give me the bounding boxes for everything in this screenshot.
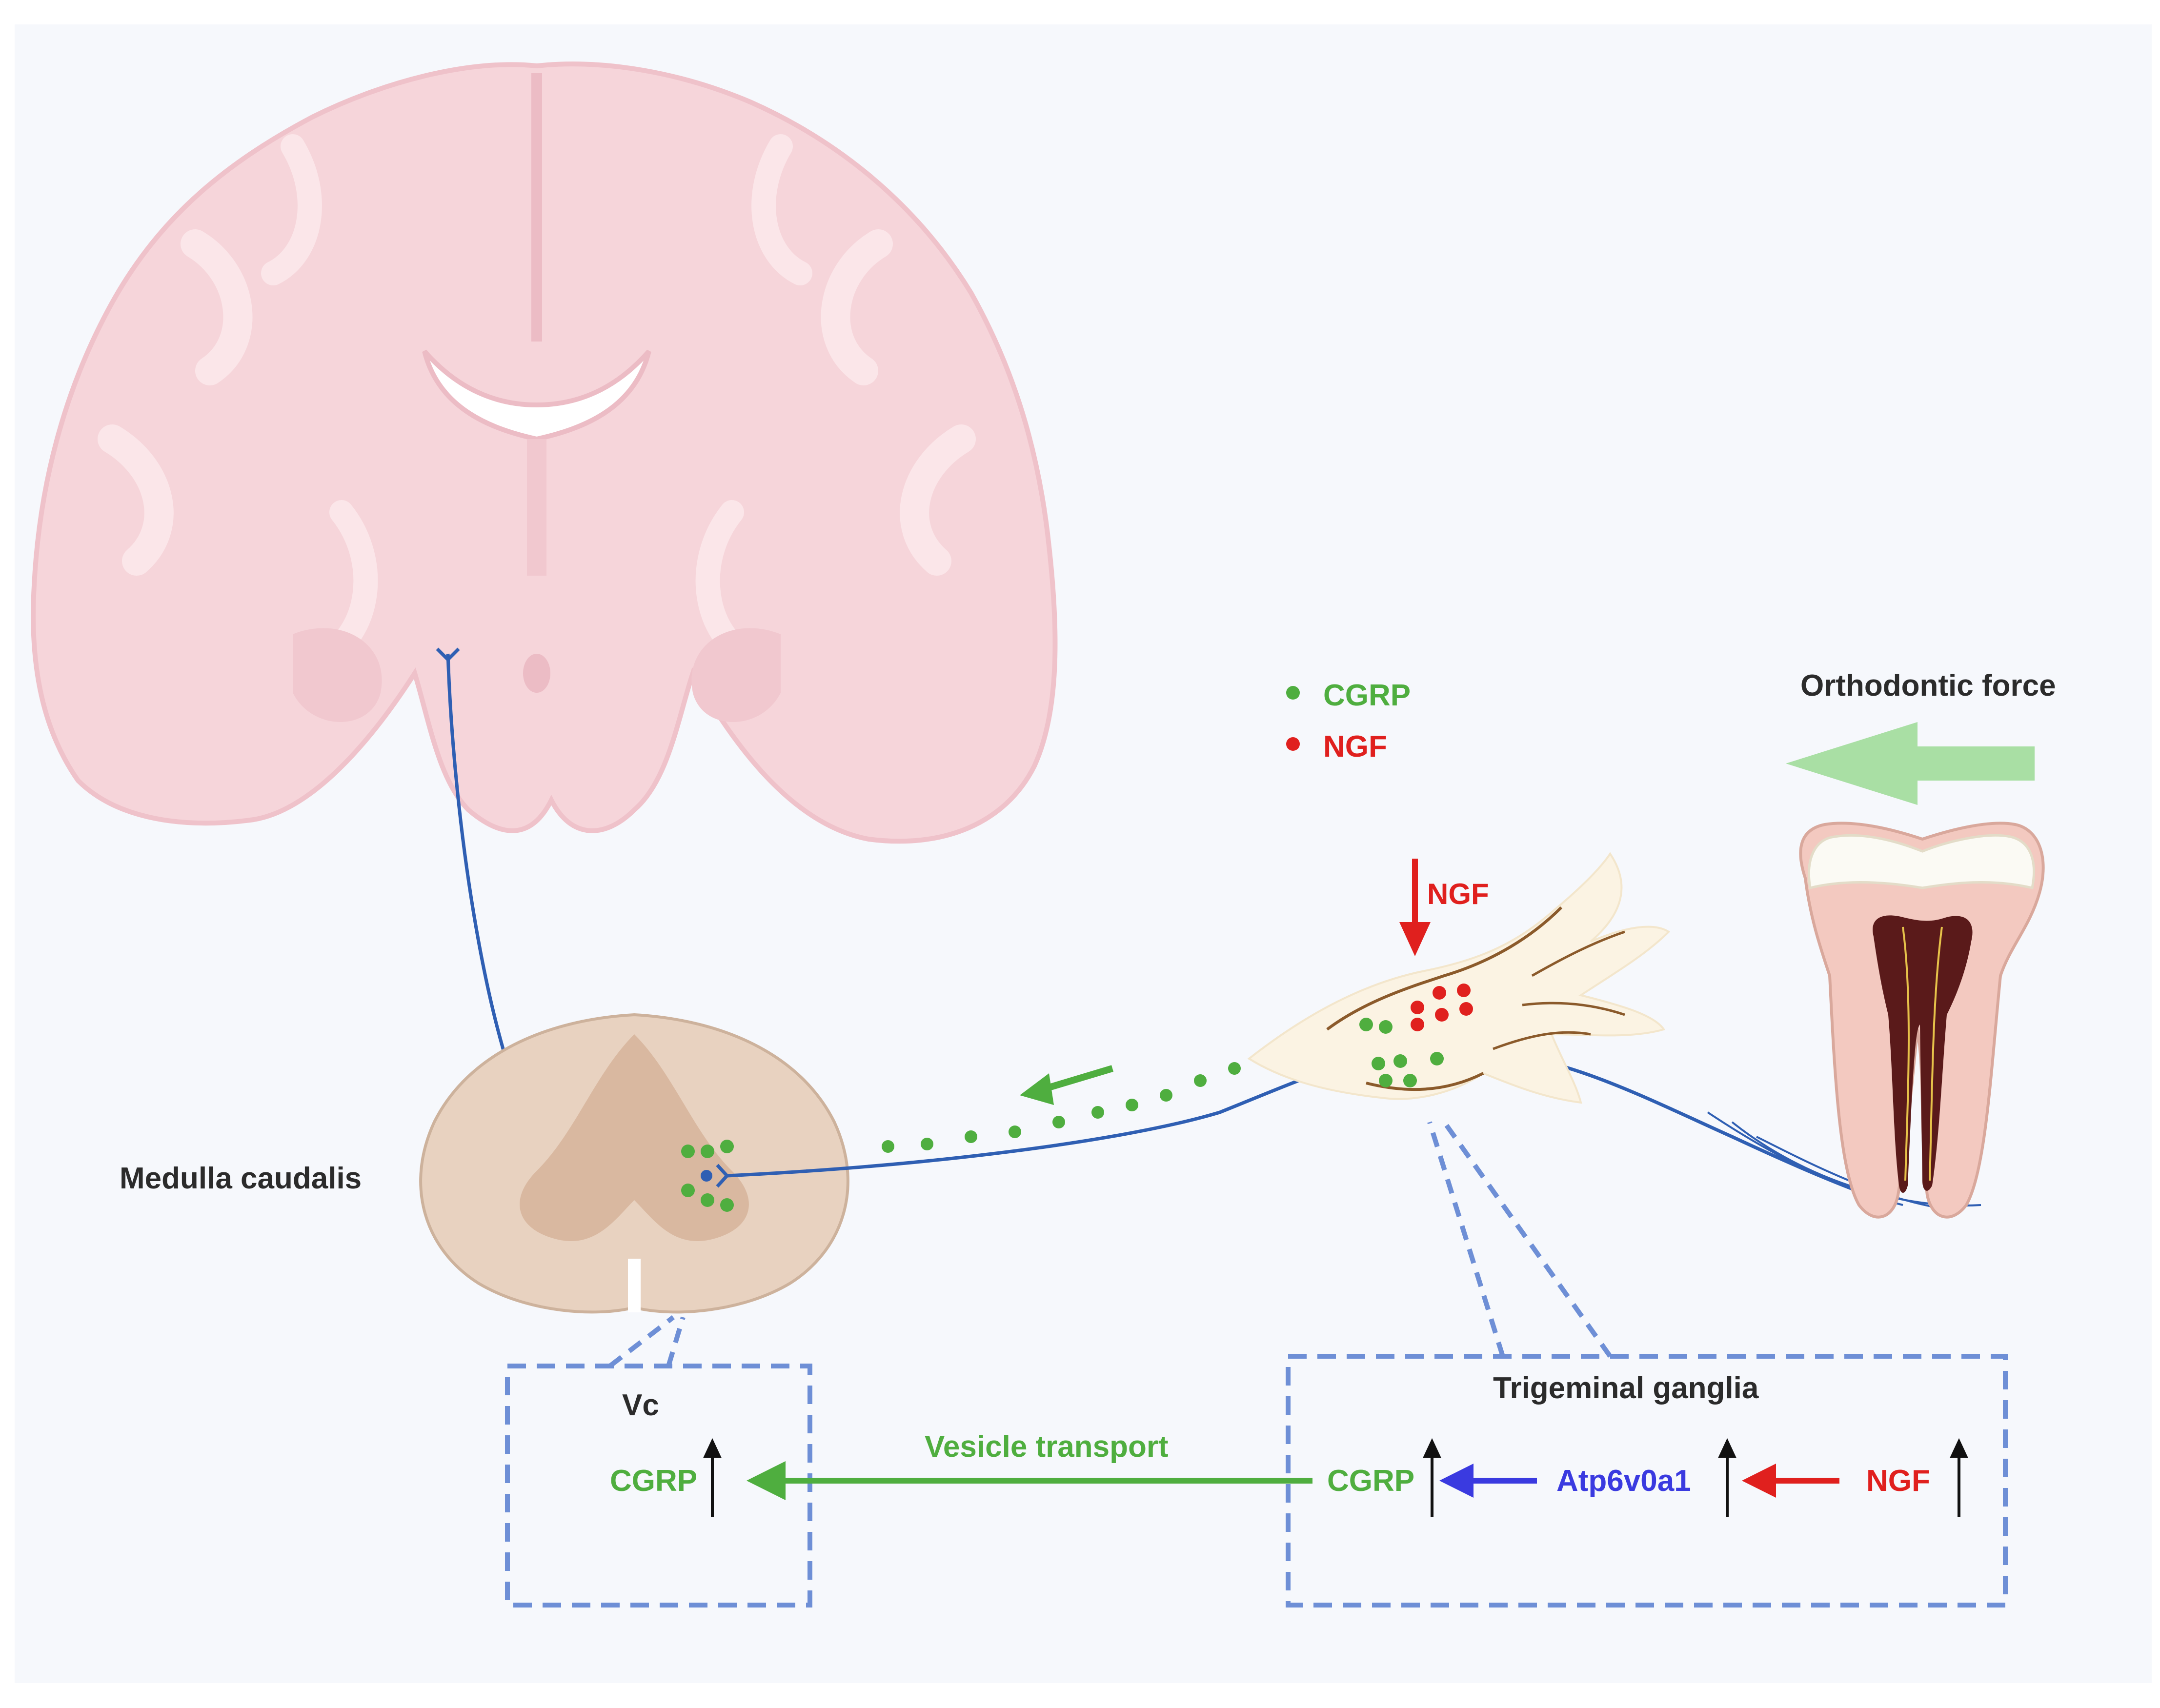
spinal-cgrp-dots bbox=[681, 1140, 734, 1212]
tg-ngf-label: NGF bbox=[1866, 1464, 1930, 1498]
legend-ngf-dot bbox=[1286, 737, 1300, 751]
increase-arrows bbox=[703, 1438, 1968, 1517]
trigeminal-ganglia-title: Trigeminal ganglia bbox=[1493, 1371, 1759, 1405]
orthodontic-force-arrow bbox=[1786, 722, 2035, 805]
nerve-branch bbox=[1756, 1136, 1952, 1211]
brain-nerve-terminal bbox=[436, 647, 460, 662]
ngf-to-atp-arrow bbox=[1742, 1464, 1839, 1498]
tg-cgrp-label: CGRP bbox=[1327, 1464, 1415, 1498]
tg-atp6v0a1-label: Atp6v0a1 bbox=[1556, 1464, 1691, 1498]
vc-cgrp-label: CGRP bbox=[610, 1464, 698, 1498]
orthodontic-force-label: Orthodontic force bbox=[1800, 669, 2056, 703]
tooth-illustration bbox=[1799, 822, 2045, 1219]
vesicle-transport-label: Vesicle transport bbox=[925, 1430, 1169, 1464]
ganglion-cgrp-dots bbox=[1359, 1018, 1444, 1087]
transported-cgrp-dots bbox=[882, 1062, 1241, 1153]
legend-ngf-label: NGF bbox=[1323, 730, 1387, 764]
legend-cgrp-label: CGRP bbox=[1323, 679, 1411, 712]
medulla-caudalis-label: Medulla caudalis bbox=[120, 1162, 362, 1195]
vesicle-transport-arrow bbox=[747, 1461, 1312, 1500]
tg-callout-lines bbox=[1427, 1121, 1613, 1358]
vc-callout-lines bbox=[608, 1315, 686, 1368]
brain-illustration bbox=[31, 61, 1058, 844]
atp-to-cgrp-arrow bbox=[1439, 1464, 1537, 1498]
legend-cgrp-dot bbox=[1286, 686, 1300, 700]
vc-dashed-box bbox=[505, 1364, 812, 1608]
ganglion-ngf-dots bbox=[1411, 984, 1473, 1031]
ngf-input-label: NGF bbox=[1427, 878, 1489, 910]
spinal-neuron-body bbox=[701, 1170, 712, 1182]
trigeminal-ganglion bbox=[1247, 852, 1671, 1104]
transport-direction-arrow bbox=[1020, 1065, 1114, 1105]
ngf-input-arrow bbox=[1399, 859, 1431, 956]
vc-title: Vc bbox=[622, 1388, 659, 1422]
tg-dashed-box bbox=[1286, 1354, 2008, 1608]
